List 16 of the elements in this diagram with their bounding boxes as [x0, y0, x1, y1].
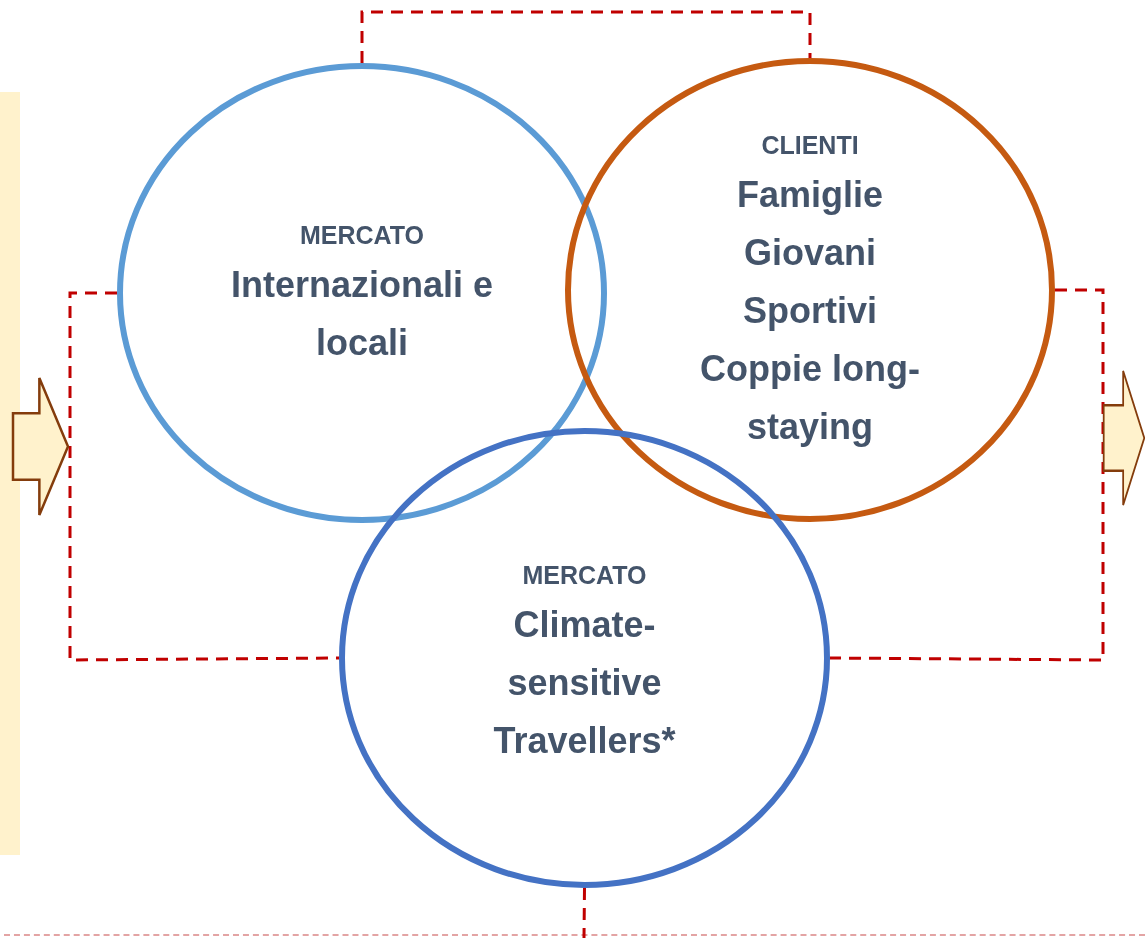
dashed-connector: [68, 291, 339, 662]
side-panel: [0, 92, 20, 855]
block-arrow: [1103, 370, 1145, 506]
circle-heading: MERCATO: [522, 560, 647, 591]
circle-heading: CLIENTI: [761, 130, 859, 161]
circle-text: Giovani: [744, 231, 876, 275]
circle-text: Famiglie: [736, 173, 883, 217]
circle-text: Coppie long-staying: [699, 347, 921, 449]
dashed-connector: [830, 288, 1105, 662]
circle-text: Sportivi: [743, 289, 877, 333]
dashed-connector: [582, 888, 586, 938]
circle-text: Climate-sensitive Travellers*: [492, 603, 677, 763]
circle-heading: MERCATO: [299, 220, 425, 251]
dashed-connector: [360, 10, 812, 63]
block-arrow: [12, 377, 69, 516]
circle-text: Internazionali e locali: [229, 263, 495, 365]
